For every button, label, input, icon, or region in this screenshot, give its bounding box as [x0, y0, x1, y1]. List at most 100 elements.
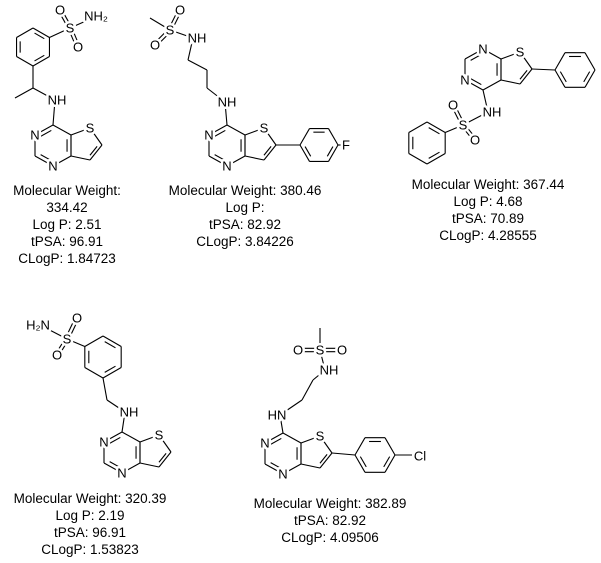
atom-label: NH — [188, 31, 207, 46]
bond — [32, 87, 56, 101]
property-line: Molecular Weight: 382.89 — [254, 496, 407, 511]
ring-bond — [103, 462, 123, 474]
atom-label: H₂N — [26, 318, 50, 333]
atom-label: N — [260, 436, 269, 451]
ring-bond — [519, 68, 533, 85]
bond — [49, 27, 71, 38]
double-bond — [171, 10, 183, 32]
atom-label: NH — [218, 95, 237, 110]
property-line: tPSA: 82.92 — [294, 513, 366, 528]
ring-bond — [384, 437, 396, 456]
ring-bond — [89, 127, 103, 146]
double-bond — [104, 365, 116, 373]
bond — [531, 68, 556, 71]
ring-bond — [16, 56, 34, 67]
double-bond — [71, 27, 81, 47]
atom-label: NH — [320, 363, 339, 378]
double-bond — [61, 8, 72, 28]
atom-label: S — [166, 23, 175, 38]
atom-label: O — [73, 40, 83, 55]
double-bond — [158, 453, 167, 463]
atom-label: N — [278, 467, 287, 482]
property-line: tPSA: 70.89 — [452, 211, 524, 226]
atom-label: S — [63, 332, 72, 347]
atom-label: N — [48, 159, 57, 174]
atom-label: S — [86, 121, 95, 136]
atom-label: O — [72, 311, 82, 326]
ring-bond — [384, 454, 396, 473]
ring-bond — [554, 52, 566, 71]
ring-bond — [34, 124, 54, 136]
ring-bond — [244, 155, 265, 161]
double-bond — [57, 339, 69, 357]
property-line: Log P: 2.51 — [32, 217, 101, 232]
bond — [279, 399, 303, 416]
bond — [121, 411, 126, 433]
ring-bond — [319, 452, 333, 469]
ring-bond — [584, 52, 596, 71]
atom-label: O — [150, 38, 160, 53]
double-bond — [359, 456, 367, 468]
ring-bond — [482, 48, 502, 60]
bond — [462, 111, 489, 126]
double-bond — [155, 30, 172, 47]
atom-label: N — [204, 128, 213, 143]
bond — [39, 324, 68, 340]
ring-bond — [226, 155, 246, 167]
double-bond — [64, 317, 76, 339]
ring-bond — [500, 79, 521, 85]
double-bond — [67, 28, 77, 48]
double-bond — [68, 318, 80, 340]
ring-bond — [139, 434, 160, 443]
atom-label: F — [342, 138, 350, 153]
property-line: Log P: 2.19 — [55, 508, 124, 523]
ring-bond — [208, 155, 228, 167]
ring-bond — [226, 124, 246, 136]
atom-label: S — [316, 343, 325, 358]
ring-bond — [32, 27, 50, 38]
double-bond — [383, 456, 391, 468]
double-bond — [461, 125, 475, 142]
atom-label: N — [222, 159, 231, 174]
property-line: Molecular Weight: 367.44 — [412, 177, 565, 192]
bond — [319, 349, 326, 371]
double-bond — [428, 151, 440, 159]
ring-bond — [158, 451, 172, 468]
ring-bond — [208, 124, 228, 136]
double-bond — [214, 129, 226, 137]
ring-bond — [84, 335, 104, 347]
atom-label: NH — [120, 405, 139, 420]
ring-bond — [584, 69, 596, 88]
double-bond — [326, 146, 334, 157]
ring-bond — [464, 48, 484, 60]
ring-bond — [354, 454, 366, 473]
ring-bond — [121, 431, 141, 443]
ring-bond — [89, 144, 103, 161]
ring-bond — [263, 144, 277, 161]
double-bond — [559, 71, 567, 83]
atom-label: NH — [48, 93, 67, 108]
ring-bond — [32, 56, 50, 67]
property-line: CLogP: 3.84226 — [196, 234, 294, 249]
ring-bond — [299, 128, 310, 146]
ring-bond — [300, 463, 321, 469]
ring-bond — [70, 127, 91, 136]
atom-label: NH — [483, 105, 502, 120]
double-bond — [167, 8, 179, 30]
bond — [224, 101, 228, 126]
double-bond — [40, 129, 52, 137]
double-bond — [89, 146, 98, 156]
property-line: Log P: — [225, 200, 264, 215]
double-bond — [583, 71, 591, 83]
double-bond — [270, 437, 282, 445]
atom-label: NH₂ — [84, 9, 108, 24]
ring-bond — [16, 27, 34, 38]
bond — [169, 29, 194, 39]
ring-bond — [408, 153, 428, 165]
double-bond — [214, 154, 226, 162]
atom-label: S — [316, 429, 325, 444]
property-line: 334.42 — [46, 200, 87, 215]
methyl-bond — [149, 17, 171, 31]
